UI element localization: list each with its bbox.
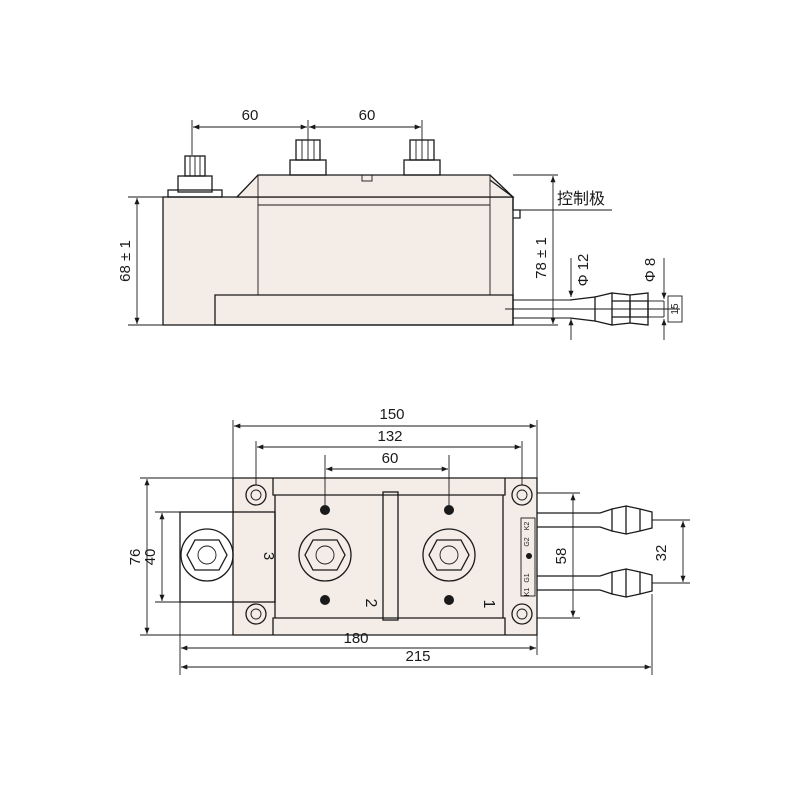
terminal-stud-right: [403, 139, 441, 176]
side-body: [162, 196, 514, 326]
terminal-nut-2: [298, 528, 352, 582]
dim-length-215: 215: [405, 648, 430, 665]
dim-pitch-left: 60: [242, 107, 259, 124]
terminal-label-1: 1: [480, 600, 497, 609]
dim-hose-spacing-32: 32: [653, 545, 670, 562]
dim-width-150: 150: [379, 406, 404, 423]
top-flange: [232, 477, 538, 636]
terminal-label-2: 2: [362, 599, 379, 608]
dim-height-40: 40: [142, 549, 159, 566]
dim-pitch-right: 60: [359, 107, 376, 124]
dim-length-180: 180: [343, 630, 368, 647]
control-pole-label: 控制极: [557, 190, 605, 208]
center-busbar: [382, 491, 399, 621]
screw: [320, 505, 330, 515]
dim-pin-span-58: 58: [553, 548, 570, 565]
mounting-hole-br: [511, 603, 533, 625]
water-hose-fitting-side: [505, 292, 680, 326]
top-view: 3 2 1 K2 G2 G1 K1 150: [127, 406, 690, 675]
terminal-nut-3: [180, 528, 234, 582]
pin-label-g1: G1: [524, 573, 531, 582]
pin-label-g2: G2: [524, 537, 531, 546]
mounting-hole-bl: [245, 603, 267, 625]
side-top-cover: [235, 174, 515, 198]
terminal-nut-1: [422, 528, 476, 582]
left-terminal-block: [179, 511, 276, 603]
water-hose-fitting-upper: [537, 505, 653, 535]
terminal-stud-middle: [289, 139, 327, 176]
dim-width-132: 132: [377, 428, 402, 445]
dim-height-78: 78 ± 1: [533, 237, 550, 279]
screw: [444, 595, 454, 605]
pin-label-k2: K2: [524, 522, 531, 531]
dim-terminal-pitch: 60: [382, 450, 399, 467]
side-view: 60 60 68 ± 1 78 ± 1 控制极: [117, 107, 683, 340]
pin-label-k1: K1: [524, 588, 531, 597]
dim-hose-outer: Φ 12: [575, 254, 592, 287]
top-inner-body: [272, 478, 506, 635]
dim-height-68: 68 ± 1: [117, 240, 134, 282]
dim-hose-inner: Φ 8: [642, 258, 659, 282]
screw: [444, 505, 454, 515]
dim-port-15: 15: [670, 303, 681, 315]
screw: [320, 595, 330, 605]
terminal-stud-left: [167, 155, 223, 198]
dim-height-76: 76: [127, 549, 144, 566]
water-hose-fitting-lower: [537, 568, 653, 598]
terminal-label-3: 3: [260, 552, 277, 560]
